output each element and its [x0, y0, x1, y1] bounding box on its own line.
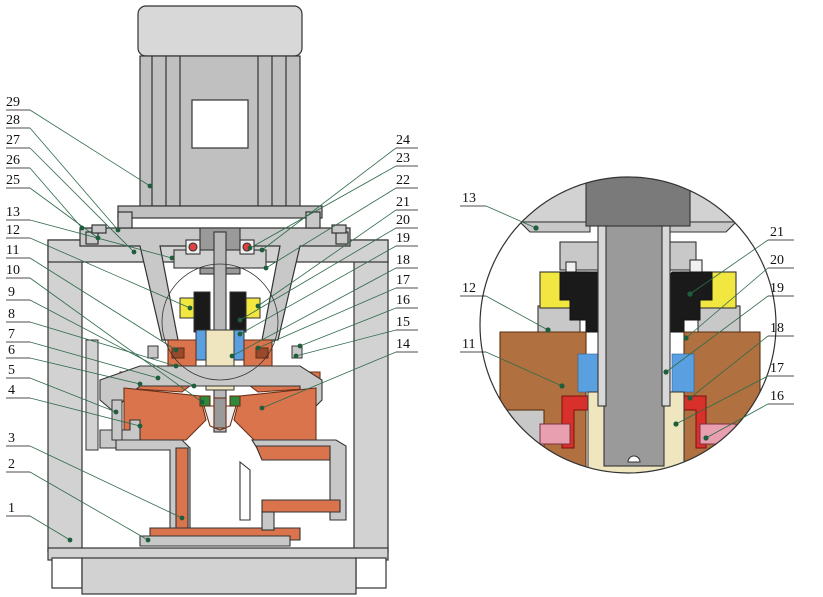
leader-dots-main: [67, 183, 303, 543]
label-12: 12: [6, 223, 20, 238]
leader-lines-main: [29, 109, 397, 541]
labels-main-right: 24 23 22 21 20 19 18 17 16 15 14: [396, 133, 418, 353]
detail-label-18: 18: [770, 321, 784, 336]
leader-lines-detail: [485, 205, 769, 441]
label-25: 25: [6, 173, 20, 188]
discharge-pipe: [99, 419, 347, 547]
detail-label-17: 17: [770, 361, 784, 376]
label-26: 26: [6, 153, 20, 168]
label-4: 4: [8, 383, 15, 398]
main-view: 1 2 3 4 5 6 7 8 9 10 11 12 13 2: [6, 5, 418, 595]
detail-label-19: 19: [770, 281, 784, 296]
label-16: 16: [396, 293, 410, 308]
label-6: 6: [8, 343, 15, 358]
motor-bracket: [79, 211, 351, 341]
label-11: 11: [6, 243, 19, 258]
detail-view: 13 12 11 21 20 19 18 17 16: [460, 176, 794, 474]
side-cover-plate: [85, 339, 99, 451]
detail-label-20: 20: [770, 253, 784, 268]
label-22: 22: [396, 173, 410, 188]
motor: [117, 5, 323, 219]
label-1: 1: [8, 501, 15, 516]
label-23: 23: [396, 151, 410, 166]
impeller: [123, 387, 317, 441]
label-28: 28: [6, 113, 20, 128]
labels-main-left: 1 2 3 4 5 6 7 8 9 10 11 12 13 2: [6, 95, 30, 517]
label-15: 15: [396, 315, 410, 330]
label-17: 17: [396, 273, 410, 288]
label-10: 10: [6, 263, 20, 278]
label-3: 3: [8, 431, 15, 446]
label-7: 7: [8, 327, 15, 342]
label-19: 19: [396, 231, 410, 246]
label-9: 9: [8, 285, 15, 300]
label-24: 24: [396, 133, 410, 148]
label-2: 2: [8, 457, 15, 472]
detail-label-13: 13: [462, 191, 476, 206]
label-29: 29: [6, 95, 20, 110]
labels-detail: 13 12 11 21 20 19 18 17 16: [460, 191, 794, 405]
label-18: 18: [396, 253, 410, 268]
detail-label-11: 11: [462, 337, 475, 352]
label-21: 21: [396, 195, 410, 210]
label-8: 8: [8, 307, 15, 322]
label-14: 14: [396, 337, 410, 352]
detail-label-21: 21: [770, 225, 784, 240]
detail-border-circle: [479, 176, 777, 474]
label-5: 5: [8, 363, 15, 378]
detail-label-12: 12: [462, 281, 476, 296]
detail-callout-circle: [161, 263, 279, 381]
detail-label-16: 16: [770, 389, 784, 404]
label-20: 20: [396, 213, 410, 228]
label-13: 13: [6, 205, 20, 220]
label-27: 27: [6, 133, 20, 148]
